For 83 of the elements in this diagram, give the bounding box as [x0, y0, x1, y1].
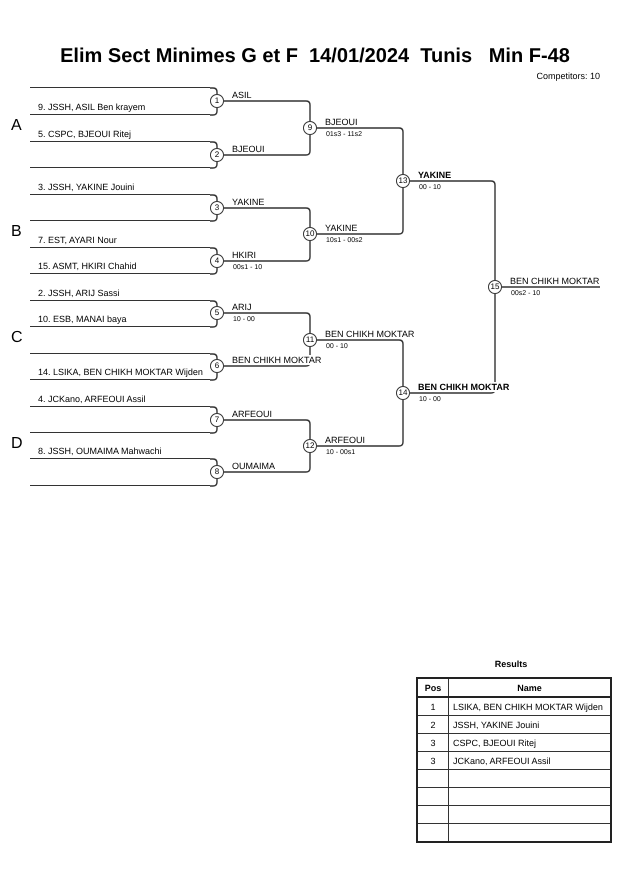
match-number: 14 — [396, 386, 410, 400]
table-title: Results — [494, 659, 528, 669]
competitor-slot: 7. EST, AYARI Nour — [30, 235, 210, 248]
winner-name: BJEOUI — [231, 144, 266, 154]
competitor-slot: 9. JSSH, ASIL Ben krayem — [30, 102, 210, 115]
match-number: 9 — [303, 121, 317, 135]
winner-name: ASIL — [231, 90, 253, 100]
winner-name: BEN CHIKH MOKTAR — [324, 329, 416, 339]
bracket-line — [317, 127, 404, 174]
competitor-slot: 10. ESB, MANAI baya — [30, 314, 210, 327]
bracket-line — [224, 135, 311, 156]
pool-letter: C — [11, 329, 23, 347]
match-number: 11 — [303, 333, 317, 347]
match-number: 2 — [210, 148, 224, 162]
match-number: 10 — [303, 227, 317, 241]
bracket-line — [210, 300, 218, 306]
pool-letter: A — [11, 117, 22, 135]
bracket-line — [224, 241, 311, 262]
bracket-line — [317, 339, 404, 386]
table-cell: 2 — [417, 716, 448, 734]
bracket-line — [317, 188, 404, 235]
bracket-line — [410, 180, 496, 280]
pool-letter: B — [11, 223, 22, 241]
bracket-line — [410, 294, 496, 394]
competitor-slot: 14. LSIKA, BEN CHIKH MOKTAR Wijden — [30, 367, 210, 380]
title: Elim Sect Minimes G et F 14/01/2024 Tunis Min F-48 — [59, 45, 571, 68]
match-number: 13 — [396, 174, 410, 188]
competitor-slot: 4. JCKano, ARFEOUI Assil — [30, 394, 210, 407]
bracket-line — [210, 215, 218, 222]
match-number: 4 — [210, 254, 224, 268]
competitor-slot: 5. CSPC, BJEOUI Ritej — [30, 129, 210, 142]
bracket-line — [210, 406, 218, 413]
bracket-line — [224, 419, 311, 439]
competitor-count: Competitors: 10 — [536, 71, 600, 81]
bracket-line — [210, 373, 218, 381]
bracket-line — [317, 400, 404, 447]
bracket-line — [210, 87, 218, 94]
bracket-line — [210, 320, 218, 328]
bracket-line — [224, 312, 311, 333]
table-cell: 3 — [417, 752, 448, 770]
competitor-slot: 8. JSSH, OUMAIMA Mahwachi — [30, 446, 210, 459]
winner-name: YAKINE — [231, 197, 266, 207]
bracket-line — [502, 286, 600, 288]
winner-name: YAKINE — [417, 170, 452, 180]
winner-name: BEN CHIKH MOKTAR — [417, 382, 510, 392]
bracket-line — [210, 141, 218, 148]
bracket-line — [224, 347, 311, 367]
winner-name: YAKINE — [324, 223, 358, 233]
match-number: 1 — [210, 94, 224, 108]
bracket-line — [224, 100, 311, 121]
pool-letter: D — [11, 435, 23, 453]
bracket-line — [210, 427, 218, 434]
winner-name: BEN CHIKH MOKTAR — [509, 276, 600, 286]
winner-name: BJEOUI — [324, 117, 359, 127]
winner-name: BEN CHIKH MOKTAR — [231, 355, 322, 365]
winner-name: ARIJ — [231, 302, 253, 312]
winner-name: OUMAIMA — [231, 461, 276, 471]
bracket-line — [210, 194, 218, 201]
winner-name: ARFEOUI — [324, 435, 366, 445]
winner-name: HKIRI — [231, 250, 258, 260]
match-number: 12 — [303, 439, 317, 453]
match-number: 15 — [488, 280, 502, 294]
bracket-line — [210, 108, 218, 116]
match-number: 8 — [210, 465, 224, 479]
header-cell: Pos — [417, 678, 448, 697]
bracket-line — [210, 458, 218, 465]
match-number: 5 — [210, 306, 224, 320]
table-cell: 3 — [417, 734, 448, 752]
table-cell: 1 — [417, 697, 448, 716]
bracket-line — [210, 162, 218, 169]
match-number: 3 — [210, 201, 224, 215]
competitor-slot: 3. JSSH, YAKINE Jouini — [30, 182, 210, 195]
bracket-line — [210, 353, 218, 359]
winner-name: ARFEOUI — [231, 409, 274, 419]
bracket-line — [210, 268, 218, 275]
bracket-line — [224, 453, 311, 473]
bracket-line — [210, 247, 218, 254]
match-number: 6 — [210, 359, 224, 373]
match-number: 7 — [210, 413, 224, 427]
competitor-slot: 15. ASMT, HKIRI Chahid — [30, 261, 210, 274]
competitor-slot: 2. JSSH, ARIJ Sassi — [30, 288, 210, 301]
bracket-line — [224, 207, 311, 227]
bracket-line — [210, 479, 218, 487]
